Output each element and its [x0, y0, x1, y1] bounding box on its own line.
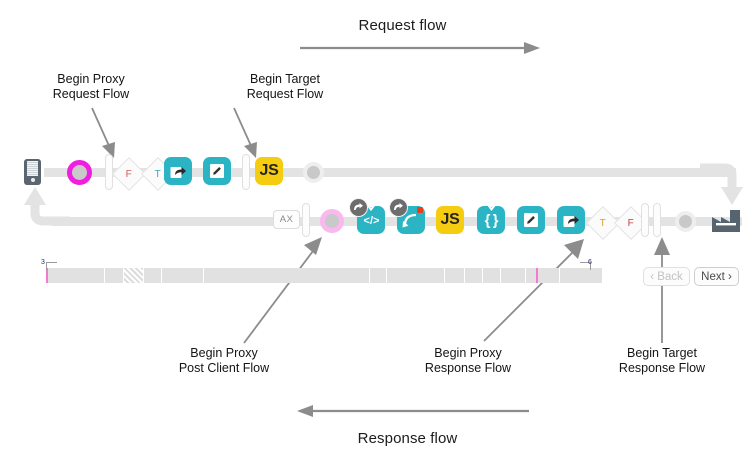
callout-arrow-begin-proxy-response	[483, 239, 584, 342]
request-flow-title: Request flow	[358, 17, 447, 34]
down-arrow-marker-icon	[366, 201, 376, 211]
javascript-policy-label-2: JS	[440, 211, 460, 228]
condition-f-diamond[interactable]: F	[112, 157, 146, 191]
timeline-segment[interactable]	[538, 268, 560, 283]
condition-f-label: F	[125, 168, 133, 180]
back-button[interactable]: ‹ Back	[643, 267, 690, 286]
callout-begin-proxy-post-client-line1: Begin Proxy	[190, 346, 258, 360]
revert-arrow-badge-icon	[349, 198, 368, 217]
callout-begin-proxy-response: Begin Proxy Response Flow	[404, 346, 532, 376]
timeline-end-label: 6	[588, 259, 592, 266]
timeline-start-label: 3	[41, 259, 45, 266]
timeline-bar[interactable]	[46, 268, 602, 283]
route-policy-tile[interactable]	[164, 157, 192, 185]
assign-message-policy-tile[interactable]	[203, 157, 231, 185]
callout-arrow-begin-target-request	[233, 107, 257, 158]
timeline-end-tick	[580, 262, 591, 270]
javascript-policy-tile-2[interactable]: JS	[436, 206, 464, 234]
down-arrow-marker-icon-2	[487, 202, 496, 211]
backend-server-icon	[712, 210, 740, 237]
callout-begin-target-response-line1: Begin Target	[627, 346, 697, 360]
condition-t-diamond-2[interactable]: T	[586, 206, 620, 240]
phone-glyph	[24, 159, 41, 185]
response-flow-arrow	[297, 405, 529, 417]
callout-begin-target-response: Begin Target Response Flow	[598, 346, 726, 376]
timeline-segment[interactable]	[162, 268, 204, 283]
timeline-segment[interactable]	[387, 268, 445, 283]
callout-begin-proxy-response-line1: Begin Proxy	[434, 346, 502, 360]
phone-home-button	[30, 178, 35, 182]
callout-arrow-begin-proxy-post-client	[243, 237, 322, 344]
flow-divider-bar[interactable]	[105, 154, 113, 190]
condition-t-label: T	[154, 168, 162, 180]
timeline-start-tick	[46, 262, 57, 270]
response-flow-title: Response flow	[357, 430, 458, 447]
response-divider-bar[interactable]	[302, 203, 310, 237]
callout-begin-proxy-post-client: Begin Proxy Post Client Flow	[160, 346, 288, 376]
callout-begin-proxy-request-line2: Request Flow	[52, 87, 130, 101]
route-policy-tile-2[interactable]	[557, 206, 585, 234]
callout-begin-target-request-line1: Begin Target	[250, 72, 320, 86]
condition-f-diamond-2[interactable]: F	[614, 206, 648, 240]
phone-screen	[27, 161, 38, 176]
revert-arrow-icon-2	[394, 203, 403, 210]
factory-glyph	[712, 210, 740, 232]
revert-arrow-icon	[354, 203, 363, 210]
client-device-icon	[24, 159, 41, 185]
revert-arrow-badge-icon-2	[389, 198, 408, 217]
xml-policy-tile[interactable]: </>	[349, 198, 385, 234]
analytics-box[interactable]: AX	[273, 210, 300, 229]
post-client-circle[interactable]	[320, 209, 344, 233]
callout-begin-proxy-request-line1: Begin Proxy	[57, 72, 125, 86]
callout-begin-target-response-line2: Response Flow	[618, 361, 706, 375]
flow-divider-bar-2[interactable]	[242, 154, 250, 190]
raise-fault-policy-tile[interactable]	[389, 198, 425, 234]
timeline-segment[interactable]	[144, 268, 162, 283]
callout-begin-target-request: Begin Target Request Flow	[218, 72, 352, 102]
response-divider-bar-2[interactable]	[641, 203, 649, 237]
pencil-icon-2	[524, 213, 538, 227]
timeline-start-marker	[46, 268, 48, 283]
error-indicator-dot	[417, 207, 423, 213]
callout-arrow-begin-proxy-request	[91, 107, 115, 158]
javascript-policy-label: JS	[259, 162, 279, 179]
condition-f-label-2: F	[627, 217, 635, 229]
back-button-label: ‹ Back	[650, 270, 683, 283]
timeline-segment[interactable]	[49, 268, 105, 283]
share-arrow-icon-2	[563, 215, 579, 227]
target-endpoint-circle[interactable]	[675, 211, 696, 232]
timeline-segment[interactable]	[370, 268, 387, 283]
timeline-segment[interactable]	[501, 268, 526, 283]
svg-text:</>: </>	[363, 215, 379, 226]
curved-arrow-icon	[402, 213, 417, 228]
pencil-icon	[210, 164, 224, 178]
callout-begin-proxy-response-line2: Response Flow	[424, 361, 512, 375]
next-button[interactable]: Next ›	[694, 267, 739, 286]
condition-t-label-2: T	[599, 217, 607, 229]
flow-end-circle[interactable]	[303, 162, 324, 183]
timeline-end-marker	[536, 268, 538, 283]
timeline-segment-hatched[interactable]	[124, 268, 144, 283]
timeline-segment[interactable]	[465, 268, 483, 283]
json-policy-tile[interactable]: { }	[477, 202, 505, 234]
next-button-label: Next ›	[701, 270, 732, 283]
analytics-box-label: AX	[279, 214, 294, 225]
json-policy-label: { }	[484, 211, 499, 229]
callout-arrow-begin-target-response	[654, 237, 670, 343]
javascript-policy-tile[interactable]: JS	[255, 157, 283, 185]
timeline-segment[interactable]	[483, 268, 501, 283]
code-brackets-icon: </>	[363, 215, 379, 226]
callout-begin-target-request-line2: Request Flow	[246, 87, 324, 101]
timeline-segment[interactable]	[105, 268, 124, 283]
request-flow-arrow	[300, 42, 540, 54]
flow-start-circle[interactable]	[67, 160, 92, 185]
response-divider-bar-3[interactable]	[653, 203, 661, 237]
assign-message-policy-tile-2[interactable]	[517, 206, 545, 234]
callout-begin-proxy-request: Begin Proxy Request Flow	[26, 72, 156, 102]
timeline-segment[interactable]	[445, 268, 465, 283]
share-arrow-icon	[170, 166, 186, 178]
timeline-segment[interactable]	[204, 268, 370, 283]
callout-begin-proxy-post-client-line2: Post Client Flow	[178, 361, 270, 375]
request-rail	[44, 168, 736, 177]
